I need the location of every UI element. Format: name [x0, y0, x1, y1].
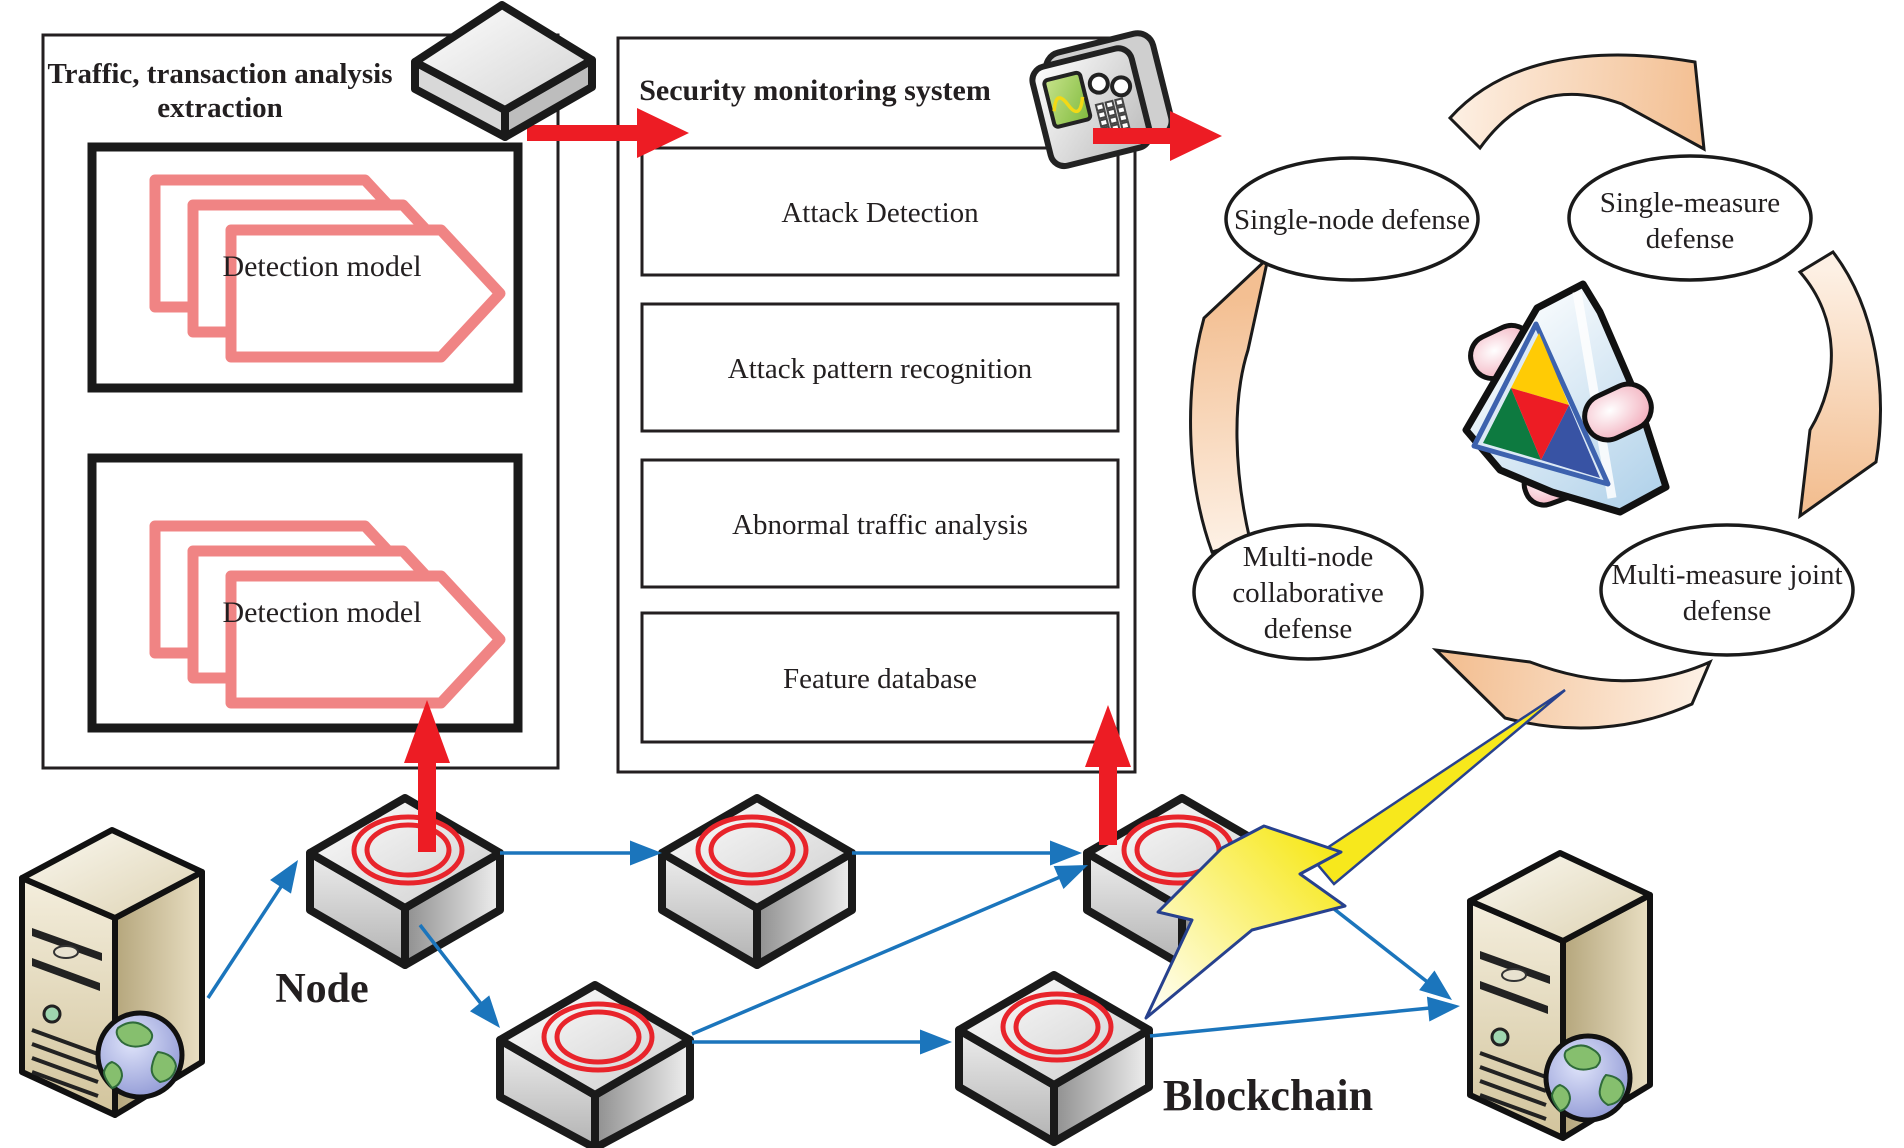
red-arrow-monitor-to-cycle	[1093, 111, 1222, 161]
traffic-panel-title-line1: Traffic, transaction analysis	[47, 58, 392, 90]
multi-measure-defense-line2: defense	[1683, 595, 1772, 627]
cycle-arrow-bottom-icon	[1431, 647, 1713, 730]
arrowhead-icon	[1426, 996, 1460, 1022]
node-box	[658, 794, 856, 969]
attack-lightning-icon	[1144, 688, 1566, 1020]
prism-color-triangle	[1471, 321, 1611, 487]
arrowhead-icon	[1053, 865, 1088, 890]
ellipse-single-measure-defense	[1567, 154, 1813, 282]
single-measure-defense-line2: defense	[1646, 223, 1735, 255]
red-arrow-node-to-monitor	[1085, 705, 1131, 845]
server-drive-slot	[32, 958, 100, 991]
arrowhead-icon	[1050, 840, 1082, 866]
server-led	[42, 1004, 62, 1024]
server-tower-icon-right	[1470, 853, 1650, 1138]
module-label-attack-detection: Attack Detection	[781, 197, 979, 229]
single-node-defense-label: Single-node defense	[1234, 204, 1470, 236]
arrowhead-icon	[469, 995, 500, 1028]
module-label-attack-pattern: Attack pattern recognition	[728, 353, 1033, 385]
device-knob	[1087, 72, 1110, 95]
link-node5-to-server2	[1149, 1006, 1431, 1038]
prism-capsule	[1582, 381, 1654, 443]
node-box	[955, 971, 1153, 1146]
node-box	[306, 794, 504, 969]
module-box-attack-pattern	[640, 302, 1120, 433]
chevron-icon	[225, 570, 506, 709]
multi-node-defense-line1: Multi-node	[1243, 541, 1374, 573]
chevron-icon	[225, 224, 506, 363]
signal-wave-icon	[1052, 96, 1085, 114]
link-node4-to-node3	[691, 875, 1061, 1036]
blockchain-nodes	[306, 794, 1281, 1148]
diamond-top-face	[411, 1, 596, 114]
ellipse-multi-measure-defense	[1599, 523, 1855, 657]
cycle-arrow-right-icon	[1797, 250, 1882, 520]
cycle-arrow-top-icon	[1447, 53, 1706, 152]
server-eject-button	[53, 945, 79, 959]
multi-measure-defense-line1: Multi-measure joint	[1611, 559, 1842, 591]
module-box-abnormal-traffic	[640, 458, 1120, 589]
monitoring-device-icon	[1029, 30, 1175, 170]
single-measure-defense-line1: Single-measure	[1600, 187, 1780, 219]
arrowhead-icon	[270, 860, 298, 894]
module-box-attack-detection	[640, 146, 1120, 277]
blockchain-label: Blockchain	[1163, 1071, 1373, 1120]
multi-node-defense-line3: defense	[1264, 613, 1353, 645]
device-knob	[1110, 75, 1133, 98]
defense-prism-icon	[1462, 280, 1670, 516]
lightning-streak	[1310, 688, 1566, 886]
red-arrow-extraction-to-monitor	[527, 108, 689, 158]
security-panel-title: Security monitoring system	[639, 74, 991, 107]
defense-cycle: Single-node defense Single-measure defen…	[1189, 53, 1882, 730]
node-box	[496, 981, 694, 1148]
link-server-to-node1	[206, 875, 290, 999]
module-label-feature-database: Feature database	[783, 663, 977, 695]
server-top-face	[19, 827, 205, 921]
server-drive-slot	[32, 928, 102, 961]
cycle-arrow-left-icon	[1189, 253, 1271, 554]
detection-model-chevrons-bottom	[149, 520, 506, 709]
server-tower-icon	[19, 827, 205, 1118]
multi-node-defense-line2: collaborative	[1232, 577, 1383, 609]
monitor-modules: Attack Detection Attack pattern recognit…	[640, 146, 1120, 744]
arrowhead-icon	[920, 1029, 952, 1055]
node-label: Node	[275, 966, 368, 1012]
ellipse-single-node-defense	[1224, 156, 1480, 282]
arrowhead-icon	[630, 840, 662, 866]
arrowhead-icon	[1419, 970, 1452, 1000]
detection-model-chevrons-top	[149, 174, 506, 363]
module-label-abnormal-traffic: Abnormal traffic analysis	[732, 509, 1028, 541]
data-block-icon	[411, 1, 596, 141]
detection-model-label-top: Detection model	[222, 250, 421, 283]
traffic-panel-title-line2: extraction	[157, 92, 283, 124]
module-box-feature-database	[640, 611, 1120, 744]
globe-icon	[95, 1010, 185, 1100]
detection-model-label-bottom: Detection model	[222, 596, 421, 629]
link-node1-to-node4	[418, 923, 484, 1007]
device-screen	[1042, 70, 1093, 129]
server-vents	[31, 1028, 99, 1098]
red-arrow-node-to-extraction	[404, 700, 450, 852]
lightning-bolt	[1144, 824, 1347, 1020]
ellipse-multi-node-defense	[1192, 523, 1424, 661]
device-keypad	[1094, 97, 1131, 136]
